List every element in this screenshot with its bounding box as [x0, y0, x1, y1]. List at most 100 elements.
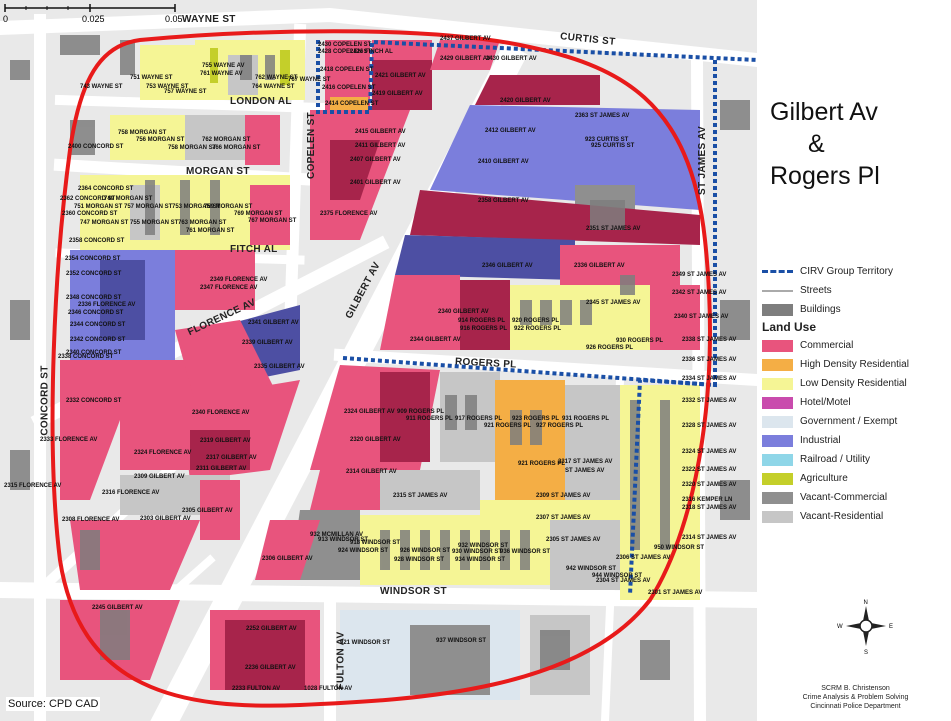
- legend-streets-label: Streets: [800, 285, 832, 296]
- parcel-label: 2340 ST JAMES AV: [674, 314, 729, 320]
- parcel-label: 762 MORGAN ST: [202, 137, 251, 143]
- parcel-label: 950 WINDSOR ST: [654, 545, 705, 551]
- parcel-label: 2412 GILBERT AV: [485, 128, 536, 134]
- building-swatch-icon: [762, 303, 793, 316]
- parcel-label: 761 MORGAN ST: [186, 228, 235, 234]
- parcel-label: 756 MORGAN ST: [136, 137, 185, 143]
- map-canvas: [0, 7, 757, 721]
- title-line-2: &: [808, 130, 825, 158]
- legend-item: Industrial: [762, 431, 951, 450]
- parcel-label: 2311 GILBERT AV: [196, 466, 247, 472]
- parcel-label: 942 WINDSOR ST: [566, 566, 617, 572]
- parcel-label: 2346 GILBERT AV: [482, 263, 533, 269]
- legend-item: Vacant-Residential: [762, 507, 951, 526]
- parcel-label: 747 MORGAN ST: [80, 220, 129, 226]
- legend-swatch-icon: [762, 434, 793, 447]
- parcel-label: 921 WINDSOR ST: [340, 640, 391, 646]
- map-credit: SCRM B. Christenson Crime Analysis & Pro…: [760, 684, 951, 711]
- street-swatch-icon: [762, 289, 793, 292]
- parcel-label: 923 ROGERS PL: [512, 416, 560, 422]
- parcel-label: 2349 FLORENCE AV: [210, 277, 268, 283]
- parcel-label: 2348 CONCORD ST: [66, 295, 122, 301]
- parcel-label: 767 MORGAN ST: [248, 218, 297, 224]
- legend-territory-label: CIRV Group Territory: [800, 266, 893, 277]
- parcel-label: 2364 CONCORD ST: [78, 186, 134, 192]
- parcel-label: 759 MORGAN ST: [204, 204, 253, 210]
- parcel-label: 921 ROGERS PL: [484, 423, 532, 429]
- parcel-label: 909 ROGERS PL: [397, 409, 445, 415]
- parcel-label: 2342 ST JAMES AV: [672, 290, 727, 296]
- parcel-label: 2332 CONCORD ST: [66, 398, 122, 404]
- parcel-label: 2340 CONCORD ST: [66, 350, 122, 356]
- map-title: Gilbert Av & Rogers Pl: [770, 96, 950, 192]
- legend-item: Government / Exempt: [762, 412, 951, 431]
- parcel-label: 2332 ST JAMES AV: [682, 398, 737, 404]
- scale-tick-2: 0.05: [165, 14, 183, 24]
- street-label-london: LONDON AL: [230, 96, 292, 107]
- parcel-label: 927 ROGERS PL: [536, 423, 584, 429]
- parcel-label: 2307 ST JAMES AV: [536, 515, 591, 521]
- cirv-territory-boundary: [316, 39, 757, 596]
- legend-item-label: Low Density Residential: [800, 378, 907, 389]
- parcel-label: 2401 GILBERT AV: [350, 180, 401, 186]
- parcel-label: 2309 GILBERT AV: [134, 474, 185, 480]
- parcel-label: 926 WINDSOR ST: [400, 548, 451, 554]
- parcel-label: 2344 GILBERT AV: [410, 337, 461, 343]
- parcel-label: 2318 ST JAMES AV: [682, 505, 737, 511]
- parcel-label: 2347 FLORENCE AV: [200, 285, 258, 291]
- legend-item: Hotel/Motel: [762, 393, 951, 412]
- legend-land-use-heading: Land Use: [762, 320, 817, 334]
- parcel-label: 2338 CONCORD ST: [58, 354, 114, 360]
- parcel-label: 2345 ST JAMES AV: [586, 300, 641, 306]
- parcel-label: 763 MORGAN ST: [178, 220, 227, 226]
- parcel-label: 2414 COPELEN ST: [325, 101, 379, 107]
- parcel-label: 2430 COPELEN ST: [318, 42, 372, 48]
- parcel-label: 936 WINDSOR ST: [500, 549, 551, 555]
- legend-item: Commercial: [762, 336, 951, 355]
- legend-swatch-icon: [762, 415, 793, 428]
- land-use-map[interactable]: WAYNE ST CURTIS ST LONDON AL MORGAN ST F…: [0, 0, 757, 721]
- parcel-label: 2336 FLORENCE AV: [78, 302, 136, 308]
- parcel-label: 2309 ST JAMES AV: [536, 493, 591, 499]
- legend-item: Agriculture: [762, 469, 951, 488]
- parcel-label: 2344 CONCORD ST: [70, 322, 126, 328]
- parcel-label: 2415 GILBERT AV: [355, 129, 406, 135]
- parcel-label: 757 MORGAN ST: [124, 204, 173, 210]
- legend-item-label: High Density Residential: [800, 359, 909, 370]
- parcel-label: 2411 GILBERT AV: [355, 143, 406, 149]
- parcel-label: 2301 ST JAMES AV: [648, 590, 703, 596]
- parcel-label: 2320 GILBERT AV: [350, 437, 401, 443]
- parcel-label: 2315 ST JAMES AV: [393, 493, 448, 499]
- parcel-label: 918 WINDSOR ST: [350, 540, 401, 546]
- parcel-label: 913 WINDSOR ST: [318, 537, 369, 543]
- parcel-label: 764 WAYNE ST: [252, 84, 295, 90]
- parcel-label: 751 MORGAN ST: [74, 204, 123, 210]
- legend-buildings-label: Buildings: [800, 304, 841, 315]
- parcel-label: 2400 CONCORD ST: [68, 144, 124, 150]
- compass-n: N: [864, 600, 868, 606]
- parcel-label: 758 MORGAN ST: [168, 145, 217, 151]
- parcel-label: 743 WAYNE ST: [80, 84, 123, 90]
- land-use-parcels: [60, 40, 700, 700]
- credit-line-2: Crime Analysis & Problem Solving: [802, 694, 909, 701]
- parcel-label: 931 ROGERS PL: [562, 416, 610, 422]
- legend-swatch-icon: [762, 377, 793, 390]
- parcel-label: 937 WINDSOR ST: [436, 638, 487, 644]
- compass-e: E: [889, 624, 893, 630]
- parcel-label: 2316 FLORENCE AV: [102, 490, 160, 496]
- parcel-label: 932 MCMILLAN AV: [310, 532, 364, 538]
- parcel-label: 2360 CONCORD ST: [62, 211, 118, 217]
- street-label-wayne: WAYNE ST: [182, 14, 236, 25]
- parcel-label: 916 ROGERS PL: [460, 326, 508, 332]
- legend-buildings: Buildings: [762, 300, 951, 319]
- parcel-label: 2342 CONCORD ST: [70, 337, 126, 343]
- parcel-label: 928 WINDSOR ST: [394, 557, 445, 563]
- parcel-label: 2335 GILBERT AV: [254, 364, 305, 370]
- legend-item: Vacant-Commercial: [762, 488, 951, 507]
- parcel-label: 2407 GILBERT AV: [350, 157, 401, 163]
- legend-swatch-icon: [762, 491, 793, 504]
- source-label: Source: CPD CAD: [6, 697, 101, 711]
- parcel-label: 2306 GILBERT AV: [262, 556, 313, 562]
- legend-item-label: Industrial: [800, 435, 841, 446]
